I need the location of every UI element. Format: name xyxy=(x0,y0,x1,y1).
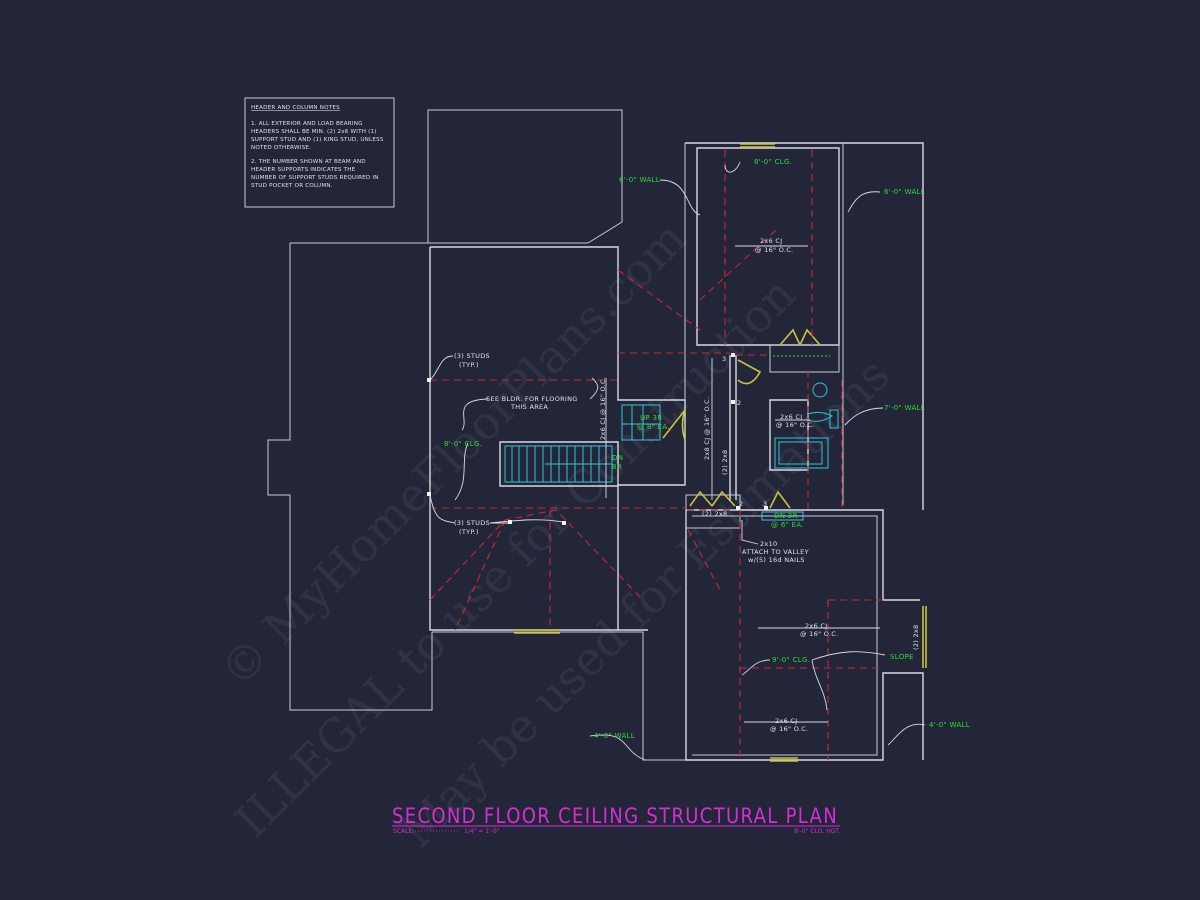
flooring-note: THIS AREA xyxy=(510,403,548,411)
stud-count: 3 xyxy=(763,500,767,508)
ceiling-height-label: 8'-0" CLG. xyxy=(444,440,482,448)
notes-heading: HEADER AND COLUMN NOTES xyxy=(251,105,340,111)
stair-label: @ 8" EA. xyxy=(637,423,670,431)
joist-label: @ 16" O.C. xyxy=(755,246,793,254)
wall-height-label: 4'-0" WALL xyxy=(594,732,635,740)
beam-label: (2) 2x8 xyxy=(912,625,920,651)
notes-line: 1. ALL EXTERIOR AND LOAD BEARING xyxy=(251,121,363,127)
valley-note: ATTACH TO VALLEY xyxy=(742,548,809,556)
valley-note: 2x10 xyxy=(760,540,777,548)
beam-label: (2) 2x8 xyxy=(721,450,729,476)
joist-label: @ 16" O.C. xyxy=(776,421,814,429)
wall-height-label: 4'-0" WALL xyxy=(929,721,970,729)
joist-label: @ 16" O.C. xyxy=(770,725,808,733)
header-column-notes: HEADER AND COLUMN NOTES 1. ALL EXTERIOR … xyxy=(244,97,395,208)
slope-label: SLOPE xyxy=(890,653,914,661)
studs-label: (TYP.) xyxy=(459,361,479,369)
stair-label: 8R xyxy=(612,463,622,471)
stair-label: DN xyxy=(612,454,623,462)
notes-line: NOTED OTHERWISE. xyxy=(251,145,311,151)
joist-label: 2x6 CJ xyxy=(760,237,782,245)
notes-line: NUMBER OF SUPPORT STUDS REQUIRED IN xyxy=(251,175,379,181)
stud-count: 2 xyxy=(739,500,743,508)
stud-count: 3 xyxy=(722,355,726,363)
span-arrows xyxy=(605,245,880,723)
scale-label: SCALE: xyxy=(393,828,414,835)
ceiling-height-label: 9'-0" CLG. xyxy=(772,656,810,664)
joist-label: @ 16" O.C. xyxy=(800,630,838,638)
ceiling-height-label: 8'-0" CLG. xyxy=(754,158,792,166)
valley-note: w/(5) 16d NAILS xyxy=(748,556,805,564)
joist-label: 2x6 CJ @ 16" O.C. xyxy=(599,377,607,440)
stair-label: DN 3R xyxy=(774,512,798,520)
stair-label: UP 3R xyxy=(640,414,662,422)
wall-height-label: 6'-0" WALL xyxy=(884,188,925,196)
studs-label: (TYP.) xyxy=(459,528,479,536)
joist-label: 2x6 CJ xyxy=(780,413,802,421)
title-block: SECOND FLOOR CEILING STRUCTURAL PLAN SCA… xyxy=(392,804,840,835)
plan-title: SECOND FLOOR CEILING STRUCTURAL PLAN xyxy=(392,804,838,828)
stairs xyxy=(504,404,804,521)
notes-line: 2. THE NUMBER SHOWN AT BEAM AND xyxy=(251,159,366,165)
annotations: 6'-0" WALL 8'-0" CLG. 6'-0" WALL 2x6 CJ … xyxy=(444,158,970,740)
ceiling-height-note: 8'-0" CLG. HGT. xyxy=(794,828,840,835)
flooring-note: SEE BLDR. FOR FLOORING xyxy=(486,395,578,403)
wall-height-label: 6'-0" WALL xyxy=(619,176,660,184)
walls xyxy=(267,109,924,761)
notes-line: SUPPORT STUD AND (1) KING STUD, UNLESS xyxy=(251,137,384,143)
joist-label: 2x6 CJ xyxy=(805,622,827,630)
doors-windows xyxy=(514,143,927,762)
scale-value: 1/4" = 1'-0" xyxy=(464,828,500,835)
studs-label: (3) STUDS xyxy=(454,352,490,360)
support-studs xyxy=(427,353,768,525)
stair-label: @ 6" EA. xyxy=(771,521,804,529)
stud-count: 2 xyxy=(737,399,741,407)
studs-label: (3) STUDS xyxy=(454,519,490,527)
notes-line: HEADERS SHALL BE MIN. (2) 2x6 WITH (1) xyxy=(251,129,377,135)
notes-line: STUD POCKET OR COLUMN. xyxy=(251,183,333,189)
joist-label: 2x6 CJ xyxy=(775,717,797,725)
ceiling-joist-lines xyxy=(429,150,883,760)
beam-label: (2) 2x8 xyxy=(702,510,728,518)
joist-label: 2x8 CJ @ 16" O.C. xyxy=(703,397,711,460)
leader-lines xyxy=(429,161,926,761)
notes-line: HEADER SUPPORTS INDICATES THE xyxy=(251,167,356,173)
wall-height-label: 7'-0" WALL xyxy=(884,404,925,412)
